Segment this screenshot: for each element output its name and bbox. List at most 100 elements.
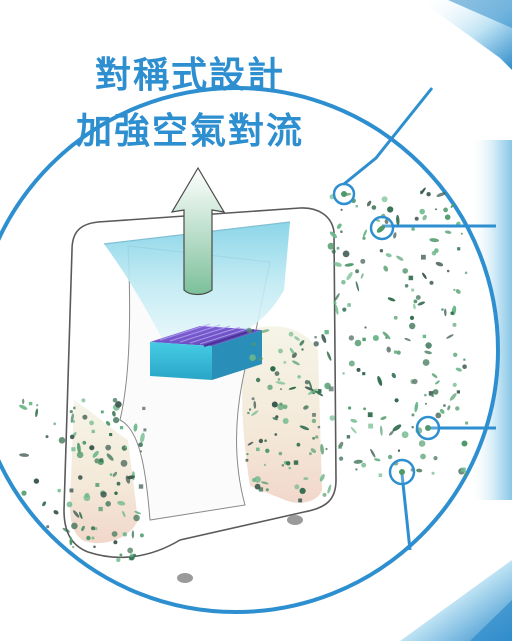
dust-particle [355, 205, 358, 208]
dust-particle [138, 442, 143, 448]
dust-particle [420, 187, 426, 195]
dust-particle [324, 330, 329, 335]
dust-particle [329, 231, 338, 239]
dust-particle [452, 382, 457, 387]
dust-particle [293, 460, 299, 465]
dust-particle [393, 350, 398, 354]
dust-particle [381, 196, 388, 203]
dust-particle [105, 421, 111, 426]
dust-particle [428, 391, 434, 396]
dust-particle [92, 450, 99, 458]
dust-particle [69, 488, 74, 493]
dust-particle [327, 242, 335, 250]
dust-particle [58, 437, 66, 444]
dust-particle [429, 280, 434, 285]
dust-particle [421, 254, 426, 260]
dust-particle [320, 443, 324, 455]
dust-particle [21, 490, 27, 496]
dust-particle [433, 456, 438, 461]
dust-particle [379, 425, 383, 436]
dust-particle [119, 426, 124, 430]
up-arrow-icon [170, 166, 226, 296]
dust-particle [342, 307, 347, 312]
dust-particle [277, 403, 285, 411]
dust-particle [354, 339, 362, 347]
dust-particle [288, 386, 297, 390]
dust-particle [253, 400, 257, 409]
dust-particle [312, 413, 316, 417]
dust-particle [19, 453, 30, 457]
dust-particle [441, 308, 444, 311]
dust-particle [435, 261, 444, 267]
dust-particle [140, 450, 142, 453]
dust-particle [122, 532, 128, 537]
dust-particle [322, 492, 327, 497]
dust-particle [350, 426, 357, 434]
dust-particle [383, 265, 389, 272]
dust-particle [35, 408, 39, 418]
dust-particle [336, 223, 342, 229]
dust-particle [115, 401, 122, 408]
dust-particle [258, 487, 264, 492]
dust-particle [453, 352, 458, 357]
dust-particle [254, 476, 261, 483]
dust-particle [82, 440, 87, 445]
dust-particle [460, 187, 466, 194]
dust-particle [432, 389, 439, 395]
dust-particle [366, 200, 372, 207]
dust-particle [112, 397, 118, 403]
dust-particle [46, 525, 50, 529]
dust-particle [362, 229, 368, 237]
dust-particle [21, 534, 28, 544]
dust-particle [424, 393, 427, 397]
dust-particle [72, 546, 75, 549]
dust-particle [22, 528, 31, 533]
dust-particle [280, 388, 282, 391]
dust-particle [299, 425, 310, 431]
dust-particle [334, 304, 339, 315]
dust-particle [76, 451, 84, 459]
dust-particle [304, 386, 314, 391]
dust-particle [387, 454, 393, 460]
dust-particle [28, 401, 33, 406]
dust-particle [304, 380, 310, 385]
dust-particle [367, 412, 373, 418]
dust-particle [420, 453, 426, 460]
dust-particle [326, 351, 332, 361]
dust-particle [299, 487, 306, 494]
dust-particle [401, 431, 409, 439]
dust-particle [393, 315, 398, 320]
dust-particle [413, 303, 416, 310]
dust-particle [452, 322, 457, 327]
dust-particle [435, 208, 437, 211]
dust-particle [252, 342, 256, 346]
dust-particle [431, 250, 437, 256]
dust-particle [382, 331, 391, 340]
dust-particle [436, 192, 446, 197]
dust-particle [106, 453, 114, 461]
dust-particle [73, 510, 80, 518]
dust-particle [411, 426, 414, 429]
dust-particle [431, 373, 438, 379]
dust-particle [294, 484, 300, 490]
dust-particle [254, 483, 261, 490]
dust-particle [246, 453, 249, 456]
dust-particle [71, 447, 76, 452]
dust-particle [419, 208, 426, 215]
dust-particle [288, 466, 292, 470]
dust-particle [463, 358, 466, 361]
dust-particle [303, 477, 309, 481]
dust-particle [112, 471, 118, 477]
dust-particle [116, 481, 121, 486]
dust-particle [414, 401, 419, 413]
dust-particle [341, 279, 346, 285]
dust-particle [333, 301, 337, 305]
dust-particle [265, 488, 269, 492]
dust-particle [311, 418, 317, 424]
dust-particle [355, 280, 360, 292]
dust-particle [396, 255, 404, 261]
dust-particle [275, 415, 279, 419]
dust-particle [402, 268, 409, 274]
dust-particle [283, 405, 287, 410]
dust-particle [385, 253, 392, 258]
